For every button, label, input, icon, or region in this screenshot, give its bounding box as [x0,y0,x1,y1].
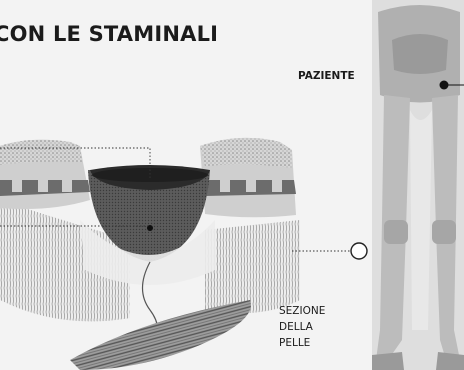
patient-label: PAZIENTE [298,68,355,84]
skin-section-line-1: SEZIONE [279,303,325,319]
patient-legs-icon [372,0,464,370]
skin-cross-section-icon [0,138,300,370]
skin-section-line-2: DELLA [279,319,325,335]
skin-section-label: SEZIONE DELLA PELLE [279,303,325,351]
callout-circle-icon [351,243,367,259]
skin-section-line-3: PELLE [279,335,325,351]
diagram-title: CON LE STAMINALI [0,22,218,46]
lesion-marker-icon [440,81,449,90]
